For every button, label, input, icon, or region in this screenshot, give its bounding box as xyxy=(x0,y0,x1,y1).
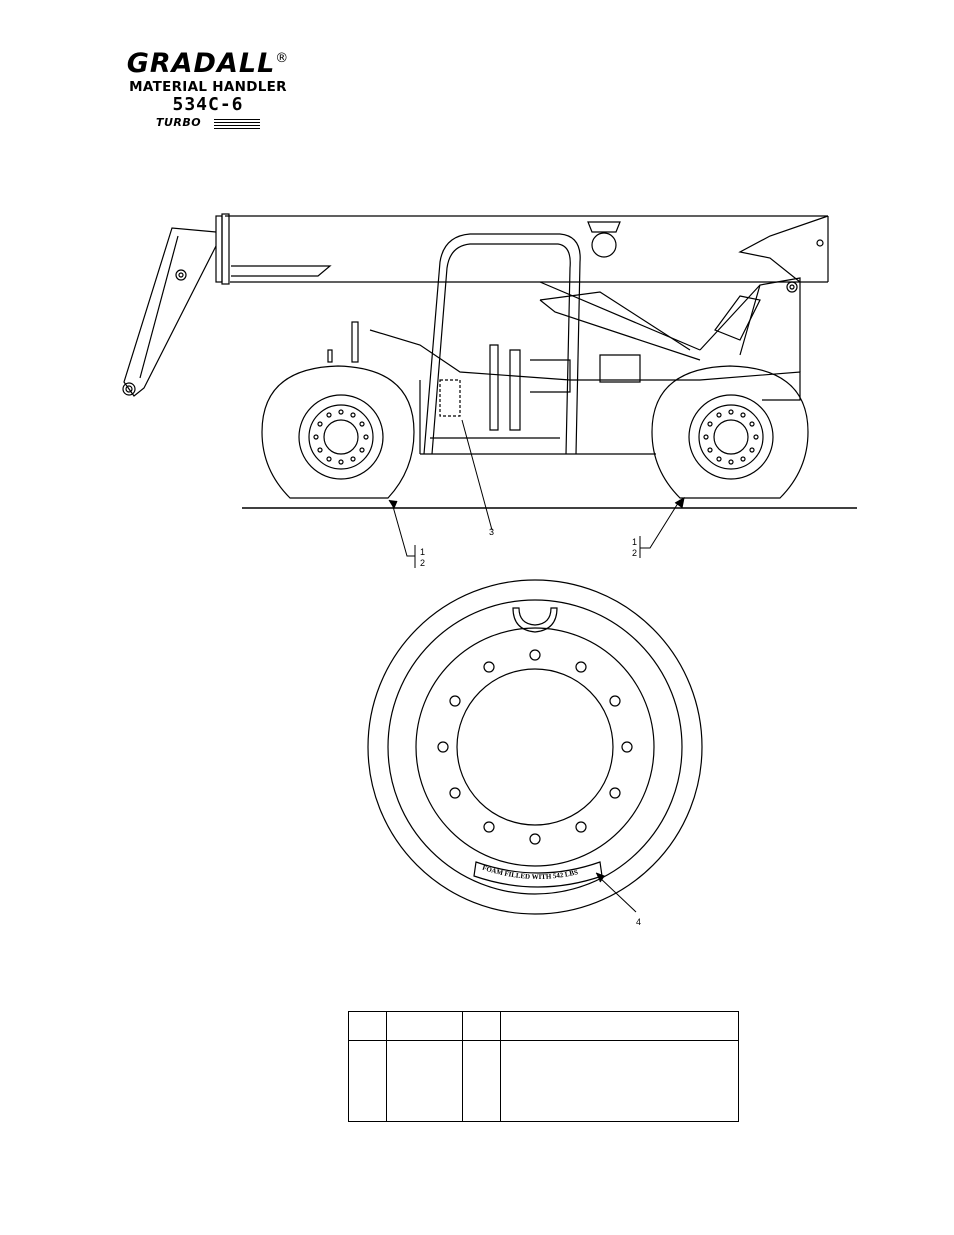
operator-cab xyxy=(423,221,701,531)
callout-front-1: 1 xyxy=(632,537,637,547)
parts-table-header xyxy=(348,1011,739,1041)
callout-rim-4: 4 xyxy=(636,917,641,927)
parts-table xyxy=(348,1011,739,1122)
speed-lines-icon xyxy=(214,119,260,129)
attachment-arm xyxy=(122,227,217,397)
brand-name: GRADALL® xyxy=(126,48,290,79)
callout-front-2: 2 xyxy=(632,548,637,558)
gradall-logo: GRADALL® MATERIAL HANDLER 534C-6 TURBO xyxy=(108,44,308,130)
rear-wheel xyxy=(261,365,415,499)
front-wheel xyxy=(651,365,809,499)
callout-rear-2: 2 xyxy=(420,558,425,568)
header-part-no xyxy=(386,1011,463,1041)
callout-leaders xyxy=(388,497,685,568)
wheel-detail-view: FOAM FILLED WITH 542 LBS 4 xyxy=(367,579,703,927)
machine-side-view: 1 2 3 1 2 xyxy=(122,213,857,568)
header-description xyxy=(500,1011,739,1041)
leader-line-4 xyxy=(597,875,637,913)
product-name: MATERIAL HANDLER xyxy=(129,79,287,95)
cell-qty xyxy=(462,1040,501,1122)
header-item xyxy=(348,1011,387,1041)
callout-decal-3: 3 xyxy=(489,527,494,537)
turbo-label: TURBO xyxy=(156,116,202,129)
valve-stem-guard xyxy=(512,607,558,633)
model-number: 534C-6 xyxy=(172,94,244,115)
table-row xyxy=(348,1040,739,1122)
rear-wheel-lug-nuts xyxy=(313,409,369,465)
turbo-badge: TURBO xyxy=(108,115,308,131)
cell-item xyxy=(348,1040,387,1122)
cell-part-no xyxy=(386,1040,463,1122)
rim-bolt-holes xyxy=(437,649,633,845)
boom xyxy=(215,213,829,351)
leader-line-3 xyxy=(461,419,493,531)
header-qty xyxy=(462,1011,501,1041)
callout-rear-1: 1 xyxy=(420,547,425,557)
chassis xyxy=(327,277,801,455)
cell-description xyxy=(500,1040,739,1122)
front-wheel-lug-nuts xyxy=(703,409,759,465)
